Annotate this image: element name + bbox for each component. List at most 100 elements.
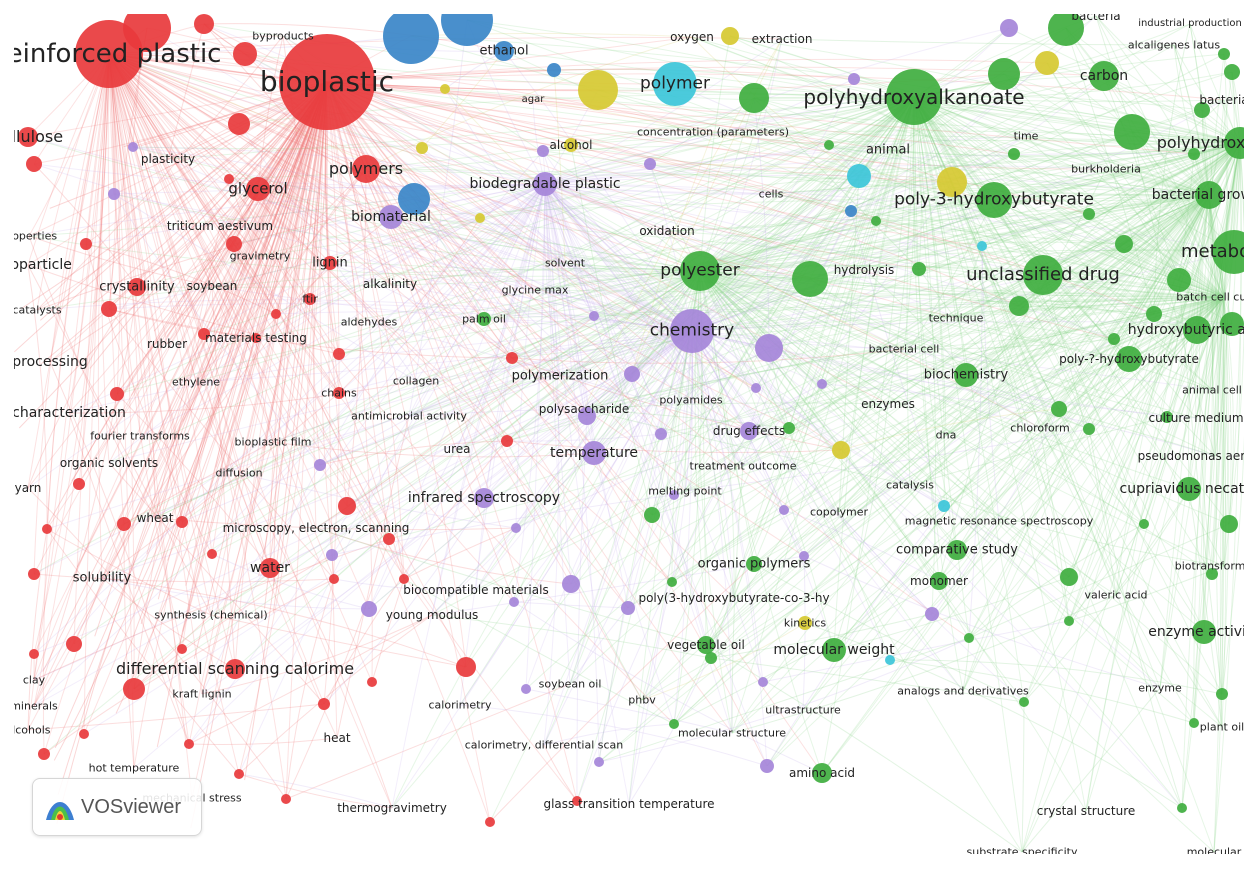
- network-node[interactable]: [644, 158, 656, 170]
- network-node[interactable]: [594, 757, 604, 767]
- keyword-label-hydrolysis[interactable]: hydrolysis: [833, 263, 895, 277]
- network-node[interactable]: [1114, 114, 1150, 150]
- node-lignin[interactable]: [323, 256, 337, 270]
- network-node[interactable]: [1108, 333, 1120, 345]
- keyword-label-ultrastructure[interactable]: ultrastructure: [765, 703, 841, 717]
- network-node[interactable]: [26, 156, 42, 172]
- node-polyester[interactable]: [680, 251, 720, 291]
- network-node[interactable]: [281, 794, 291, 804]
- network-node[interactable]: [28, 568, 40, 580]
- keyword-label-kraft-lignin[interactable]: kraft lignin: [172, 687, 232, 701]
- keyword-label-characterization[interactable]: characterization: [14, 405, 126, 421]
- node-bacterial-growth[interactable]: [1195, 181, 1223, 209]
- keyword-label-time[interactable]: time: [1013, 129, 1039, 143]
- node-crystallinity[interactable]: [128, 278, 146, 296]
- keyword-label-reinforced-plastic[interactable]: reinforced plastic: [14, 39, 222, 69]
- keyword-label-polymerization[interactable]: polymerization: [511, 368, 609, 384]
- keyword-label-hydroxybutyric-acid[interactable]: hydroxybutyric acid: [1127, 322, 1244, 338]
- network-node[interactable]: [783, 422, 795, 434]
- keyword-label-synthesis-chemical[interactable]: synthesis (chemical): [154, 608, 268, 622]
- keyword-label-analogs-and-derivatives[interactable]: analogs and derivatives: [897, 684, 1029, 698]
- keyword-label-catalysts[interactable]: catalysts: [14, 303, 62, 317]
- network-node[interactable]: [751, 383, 761, 393]
- keyword-label-comparative-study[interactable]: comparative study: [896, 542, 1018, 558]
- network-node[interactable]: [1167, 268, 1191, 292]
- node-polymers[interactable]: [352, 155, 380, 183]
- node-hydroxybutyric-acid[interactable]: [1183, 316, 1211, 344]
- network-node[interactable]: [705, 652, 717, 664]
- network-node[interactable]: [177, 644, 187, 654]
- network-node[interactable]: [110, 387, 124, 401]
- keyword-label-molecular-weight[interactable]: molecular weight: [773, 642, 895, 658]
- network-node[interactable]: [1051, 401, 1067, 417]
- keyword-label-materials-testing[interactable]: materials testing: [205, 331, 307, 345]
- keyword-label-magnetic-resonance-spectroscopy[interactable]: magnetic resonance spectroscopy: [904, 514, 1094, 528]
- network-node[interactable]: [416, 142, 428, 154]
- network-node[interactable]: [1206, 568, 1218, 580]
- network-node[interactable]: [938, 500, 950, 512]
- network-node[interactable]: [885, 655, 895, 665]
- node-vegetable-oil[interactable]: [697, 636, 715, 654]
- network-node[interactable]: [1161, 411, 1173, 423]
- network-node[interactable]: [198, 328, 210, 340]
- network-node[interactable]: [792, 261, 828, 297]
- keyword-label-rubber[interactable]: rubber: [146, 337, 188, 351]
- keyword-label-urea[interactable]: urea: [443, 442, 471, 456]
- network-node[interactable]: [799, 551, 809, 561]
- keyword-label-polyamides[interactable]: polyamides: [659, 393, 723, 407]
- network-node[interactable]: [578, 70, 618, 110]
- network-node[interactable]: [925, 607, 939, 621]
- keyword-label-kinetics[interactable]: kinetics: [783, 616, 827, 630]
- node-temperature[interactable]: [582, 441, 606, 465]
- network-node[interactable]: [326, 549, 338, 561]
- keyword-label-melting-point[interactable]: melting point: [648, 484, 722, 498]
- keyword-label-diffusion[interactable]: diffusion: [215, 466, 263, 480]
- keyword-label-catalysis[interactable]: catalysis: [886, 478, 934, 492]
- node-glycerol[interactable]: [246, 177, 270, 201]
- node-unclassified-drug[interactable]: [1023, 255, 1063, 295]
- keyword-label-enzyme-activity[interactable]: enzyme activity: [1148, 624, 1244, 640]
- network-node[interactable]: [521, 684, 531, 694]
- network-node[interactable]: [66, 636, 82, 652]
- network-node[interactable]: [509, 597, 519, 607]
- keyword-label-alcohols[interactable]: alcohols: [14, 723, 51, 737]
- network-node[interactable]: [621, 601, 635, 615]
- network-node[interactable]: [1216, 688, 1228, 700]
- network-node[interactable]: [845, 205, 857, 217]
- network-node[interactable]: [73, 478, 85, 490]
- network-node[interactable]: [1048, 14, 1084, 46]
- node-reinforced-plastic[interactable]: [75, 20, 143, 88]
- keyword-label-animal-cell[interactable]: animal cell: [1182, 383, 1242, 397]
- keyword-label-polyester[interactable]: polyester: [660, 260, 740, 281]
- network-node[interactable]: [399, 574, 409, 584]
- keyword-label-byproducts[interactable]: byproducts: [252, 29, 314, 43]
- network-node[interactable]: [832, 441, 850, 459]
- keyword-label-heat[interactable]: heat: [323, 731, 351, 745]
- network-node[interactable]: [562, 575, 580, 593]
- keyword-label-temperature[interactable]: temperature: [550, 445, 638, 461]
- network-node[interactable]: [988, 58, 1020, 90]
- keyword-label-oxidation[interactable]: oxidation: [639, 224, 695, 238]
- network-node[interactable]: [1009, 296, 1029, 316]
- network-node[interactable]: [1194, 102, 1210, 118]
- network-node[interactable]: [669, 719, 679, 729]
- network-node[interactable]: [739, 83, 769, 113]
- network-node[interactable]: [537, 145, 549, 157]
- network-node[interactable]: [117, 517, 131, 531]
- network-node[interactable]: [318, 698, 330, 710]
- network-node[interactable]: [1060, 568, 1078, 586]
- network-node[interactable]: [314, 459, 326, 471]
- network-node[interactable]: [123, 678, 145, 700]
- keyword-label-drug-effects[interactable]: drug effects: [712, 424, 786, 438]
- keyword-label-solubility[interactable]: solubility: [72, 570, 132, 586]
- network-node[interactable]: [108, 188, 120, 200]
- network-node[interactable]: [589, 311, 599, 321]
- network-node[interactable]: [228, 113, 250, 135]
- network-node[interactable]: [1008, 148, 1020, 160]
- keyword-label-organic-solvents[interactable]: organic solvents: [59, 456, 159, 470]
- network-node[interactable]: [271, 309, 281, 319]
- network-node[interactable]: [871, 216, 881, 226]
- keyword-label-crystal-structure[interactable]: crystal structure: [1036, 804, 1136, 818]
- keyword-label-properties[interactable]: properties: [14, 229, 58, 243]
- keyword-label-cupriavidus-necator[interactable]: cupriavidus necator: [1119, 481, 1244, 497]
